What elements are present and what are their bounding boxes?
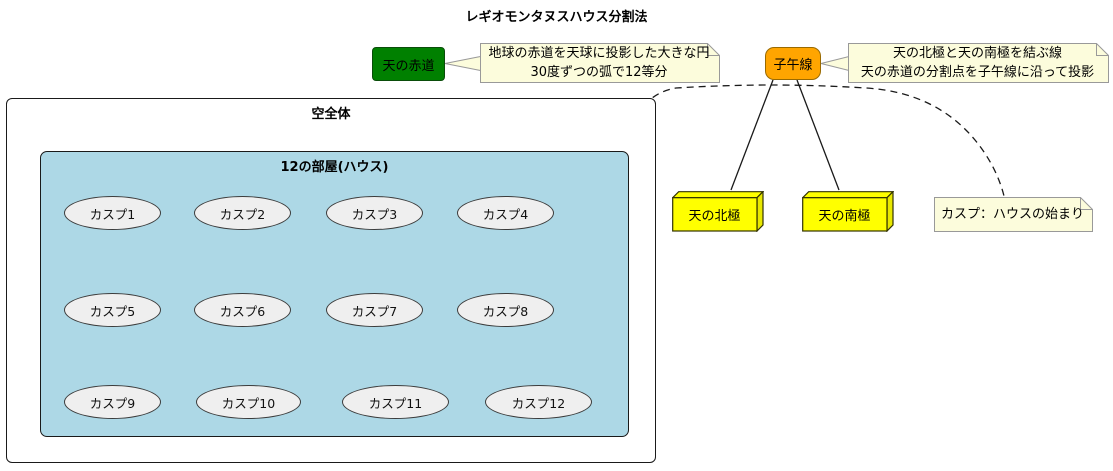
edge-meridian-south-pole (796, 79, 840, 191)
cusp-ellipse-6: カスプ6 (194, 293, 291, 327)
cusp-ellipse-2: カスプ2 (194, 196, 291, 230)
meridian-note: 天の北極と天の南極を結ぶ線 天の赤道の分割点を子午線に沿って投影 (848, 43, 1109, 83)
south-pole-node: 天の南極 (802, 191, 894, 232)
cusp-ellipse-3: カスプ3 (326, 196, 423, 230)
meridian-box-label: 子午線 (773, 58, 813, 73)
note-shape (480, 43, 720, 83)
south-pole-label: 天の南極 (818, 208, 871, 224)
cusp-note-text: カスプ：ハウスの始まり (938, 197, 1087, 232)
sky-container: 空全体 12の部屋(ハウス) カスプ1 カスプ2 カスプ3 カスプ4 カスプ5 … (6, 98, 656, 463)
equator-note-line1: 地球の赤道を天球に投影した大きな円 (488, 46, 710, 61)
equator-box-label: 天の赤道 (382, 58, 435, 74)
sky-title: 空全体 (311, 107, 351, 122)
meridian-note-line2: 天の赤道の分割点を子午線に沿って投影 (860, 65, 1095, 80)
diagram-title: レギオモンタヌスハウス分割法 (465, 10, 648, 25)
note-fold (1080, 197, 1093, 210)
node-3d-shape (672, 191, 764, 232)
equator-note-pointer (444, 55, 484, 72)
note-shape (934, 197, 1093, 232)
note-fold (707, 43, 720, 56)
north-pole-label: 天の北極 (688, 208, 741, 224)
houses-container: 12の部屋(ハウス) カスプ1 カスプ2 カスプ3 カスプ4 カスプ5 カスプ6… (40, 151, 629, 437)
cusp-ellipse-5: カスプ5 (64, 293, 161, 327)
equator-box: 天の赤道 (372, 47, 445, 81)
cusp-ellipse-4: カスプ4 (457, 196, 554, 230)
note-shape (848, 43, 1109, 83)
edge-meridian-north-pole (730, 79, 774, 191)
cusp-ellipse-12: カスプ12 (485, 385, 592, 419)
equator-note-text: 地球の赤道を天球に投影した大きな円 30度ずつの弧で12等分 (484, 43, 714, 83)
meridian-note-text: 天の北極と天の南極を結ぶ線 天の赤道の分割点を子午線に沿って投影 (852, 43, 1103, 83)
meridian-box: 子午線 (765, 47, 821, 80)
houses-title: 12の部屋(ハウス) (280, 160, 389, 175)
note-fold (1096, 43, 1109, 56)
north-pole-node: 天の北極 (672, 191, 764, 232)
cusp-ellipse-1: カスプ1 (64, 196, 161, 230)
cusp-ellipse-11: カスプ11 (342, 385, 449, 419)
cusp-note-line: カスプ：ハウスの始まり (940, 207, 1084, 222)
cusp-note: カスプ：ハウスの始まり (934, 197, 1093, 232)
equator-note: 地球の赤道を天球に投影した大きな円 30度ずつの弧で12等分 (480, 43, 720, 83)
meridian-note-pointer (820, 55, 852, 72)
cusp-ellipse-7: カスプ7 (326, 293, 423, 327)
cusp-ellipse-9: カスプ9 (64, 385, 161, 419)
meridian-note-line1: 天の北極と天の南極を結ぶ線 (892, 46, 1062, 61)
cusp-ellipse-8: カスプ8 (457, 293, 554, 327)
cusp-ellipse-10: カスプ10 (196, 385, 301, 419)
node-3d-shape (802, 191, 894, 232)
equator-note-line2: 30度ずつの弧で12等分 (530, 65, 668, 80)
edge-cusp-note-houses-dashed (626, 84, 1005, 197)
